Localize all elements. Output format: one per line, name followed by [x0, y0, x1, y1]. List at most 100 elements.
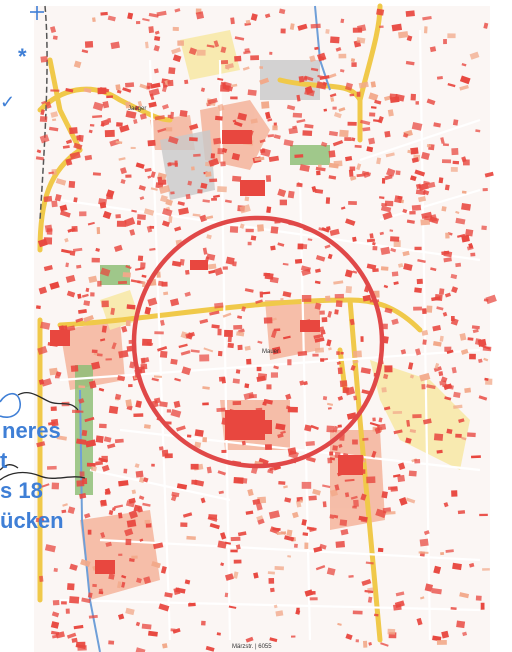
building	[199, 214, 208, 223]
building	[289, 23, 295, 30]
building	[135, 105, 139, 110]
building	[327, 253, 333, 260]
building	[126, 345, 134, 352]
building	[310, 424, 319, 430]
building	[244, 288, 254, 293]
building	[71, 409, 80, 414]
building	[192, 213, 201, 217]
building	[409, 175, 417, 182]
building	[309, 590, 316, 595]
building	[423, 180, 430, 185]
building	[380, 642, 389, 647]
building	[255, 299, 263, 304]
building	[70, 365, 79, 372]
building	[299, 164, 310, 172]
building	[86, 462, 96, 467]
building	[293, 543, 298, 548]
building	[114, 438, 124, 444]
building	[71, 225, 78, 232]
building	[133, 504, 141, 512]
building	[40, 321, 51, 330]
building	[36, 441, 46, 448]
building	[349, 318, 355, 326]
building	[301, 295, 312, 302]
bottom-road-label: Märzstr. | 6055	[232, 644, 272, 650]
large-building	[222, 130, 252, 144]
building	[410, 147, 419, 155]
building	[266, 384, 272, 390]
building	[140, 262, 146, 269]
building	[273, 365, 279, 370]
building	[138, 495, 145, 500]
building	[412, 414, 422, 419]
building	[301, 481, 312, 489]
building	[457, 510, 466, 515]
building	[273, 134, 281, 140]
building	[154, 397, 161, 404]
building	[234, 36, 245, 41]
building	[150, 82, 161, 89]
building	[69, 563, 78, 571]
building	[316, 170, 321, 176]
building	[87, 221, 95, 226]
building	[107, 443, 116, 449]
building	[313, 546, 323, 553]
building	[393, 603, 402, 611]
building	[87, 592, 93, 598]
building	[220, 161, 226, 167]
building	[43, 265, 53, 272]
building	[161, 220, 170, 228]
building	[443, 39, 447, 45]
building	[320, 329, 326, 335]
building	[153, 375, 162, 378]
building	[436, 639, 447, 645]
building	[124, 528, 134, 537]
building	[67, 583, 75, 591]
building	[382, 211, 393, 220]
building	[150, 171, 156, 178]
building	[250, 55, 260, 61]
building	[347, 121, 357, 126]
building	[352, 236, 357, 242]
building	[315, 166, 326, 172]
building	[230, 536, 241, 542]
building	[415, 101, 419, 105]
building	[139, 113, 147, 120]
building	[327, 407, 332, 410]
building	[50, 89, 60, 92]
building	[303, 76, 308, 81]
building	[202, 199, 210, 203]
building	[407, 362, 414, 370]
building	[451, 366, 457, 374]
building	[259, 66, 264, 69]
building	[399, 497, 408, 506]
pen-check-mark: ✓	[0, 92, 16, 112]
building	[483, 22, 489, 29]
building	[65, 274, 76, 283]
building	[381, 387, 387, 393]
building	[168, 216, 173, 223]
building	[178, 207, 189, 216]
building	[311, 185, 317, 193]
building	[309, 597, 318, 601]
building	[482, 187, 488, 192]
building	[415, 189, 426, 196]
building	[267, 469, 274, 474]
building	[35, 517, 40, 523]
building	[436, 306, 444, 311]
building	[429, 46, 437, 53]
building	[353, 395, 358, 401]
building	[478, 358, 483, 363]
building	[239, 223, 245, 229]
building	[356, 163, 362, 171]
building	[41, 483, 50, 488]
building	[263, 398, 273, 405]
building	[233, 559, 242, 564]
building	[305, 440, 315, 447]
handwriting-line-4: ücken	[0, 508, 64, 533]
building	[247, 488, 254, 497]
building	[278, 8, 286, 15]
building	[259, 139, 266, 144]
district-label: Jaeger	[128, 106, 146, 112]
building	[44, 224, 53, 233]
